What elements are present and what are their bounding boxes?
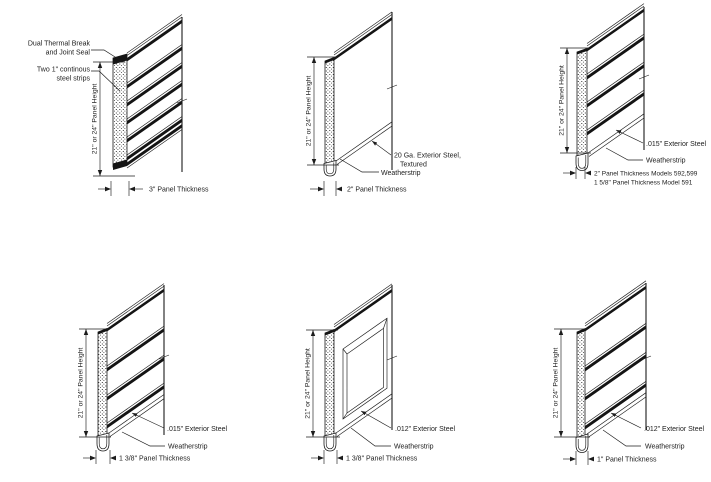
panel-height-label: 21" or 24" Panel Height (306, 76, 313, 147)
callout-leaders (350, 410, 392, 447)
thickness-dimension: 3" Panel Thickness (98, 181, 209, 196)
weatherstrip-bulb (323, 432, 337, 452)
figure-3in-ribbed-panel: Dual Thermal Break and Joint Seal Two 1"… (28, 14, 209, 196)
thickness-dimension: 2" Panel Thickness Models 592,599 1 5/8"… (563, 167, 698, 187)
callout-leaders (121, 412, 165, 447)
weatherstrip-label: Weatherstrip (645, 444, 685, 451)
weatherstrip-bulb (575, 433, 589, 453)
panel-section (323, 328, 337, 452)
panel-thickness-label-line2: 1 5/8" Panel Thickness Model 591 (594, 180, 693, 187)
panel-thickness-label-line1: 2" Panel Thickness Models 592,599 (594, 171, 698, 178)
break-tick (386, 355, 398, 361)
break-tick (386, 84, 398, 90)
weatherstrip-bulb (96, 432, 110, 452)
height-dimension: 21" or 24" Panel Height (553, 328, 590, 438)
panel-thickness-label: 1 3/8" Panel Thickness (119, 456, 191, 463)
figure-1-3-8in-raised-panel: .012" Exterior Steel Weatherstrip 21" or… (305, 283, 456, 464)
panel-section (575, 327, 589, 453)
panel-height-label: 21" or 24" Panel Height (559, 65, 566, 136)
height-dimension: 21" or 24" Panel Height (78, 328, 111, 438)
height-dimension: 21" or 24" Panel Height (559, 47, 591, 154)
panel-face (333, 11, 398, 170)
panel-thickness-label: 3" Panel Thickness (149, 187, 209, 194)
thickness-dimension: 1" Panel Thickness (563, 451, 657, 465)
weatherstrip-label: Weatherstrip (646, 158, 686, 165)
figure-1in-grooved-panel: .012" Exterior Steel Weatherstrip 21" or… (553, 280, 705, 465)
steel-gauge-label-line1: 20 Ga. Exterior Steel, (394, 153, 461, 160)
thermal-break-label-line1: Dual Thermal Break (28, 41, 91, 48)
break-tick (158, 354, 170, 360)
figure-2in-flush-panel: 20 Ga. Exterior Steel, Textured Weathers… (306, 11, 461, 196)
panel-thickness-label: 1 3/8" Panel Thickness (346, 456, 418, 463)
height-dimension: 21" or 24" Panel Height (305, 329, 340, 438)
break-tick (638, 74, 650, 80)
figure-2in-grooved-panel: .015" Exterior Steel Weatherstrip 21" or… (559, 3, 707, 187)
break-tick (640, 355, 652, 361)
panel-height-label: 21" or 24" Panel Height (92, 84, 99, 155)
panel-height-label: 21" or 24" Panel Height (553, 348, 560, 419)
thermal-break-label-line2: and Joint Seal (46, 50, 91, 57)
panel-thickness-label: 1" Panel Thickness (597, 457, 657, 464)
panel-height-label: 21" or 24" Panel Height (305, 348, 312, 419)
panel-section (96, 327, 110, 452)
panel-height-label: 21" or 24" Panel Height (78, 348, 85, 419)
panel-face (586, 3, 650, 157)
break-tick (176, 98, 188, 104)
panel-section (323, 56, 337, 177)
panel-face (126, 14, 188, 172)
panel-section (575, 47, 589, 171)
height-dimension: 21" or 24" Panel Height (92, 61, 135, 177)
weatherstrip-bulb (575, 152, 589, 171)
steel-gauge-label: .015" Exterior Steel (646, 141, 707, 148)
panel-section (112, 53, 128, 170)
panel-thickness-label: 2" Panel Thickness (347, 187, 407, 194)
callout-leaders (602, 412, 642, 447)
callout-leaders (605, 129, 644, 161)
panel-face (584, 280, 652, 438)
callout-leaders (339, 140, 392, 173)
weatherstrip-label: Weatherstrip (394, 444, 434, 451)
thickness-dimension: 2" Panel Thickness (310, 181, 407, 196)
height-dimension: 21" or 24" Panel Height (306, 56, 339, 166)
steel-strips-label-line1: Two 1" continous (37, 67, 91, 74)
raised-panel-outer-border (342, 317, 388, 420)
weatherstrip-label: Weatherstrip (168, 444, 208, 451)
steel-gauge-label-line2: Textured (400, 162, 427, 169)
steel-gauge-label: .015" Exterior Steel (167, 426, 228, 433)
steel-gauge-label: .012" Exterior Steel (395, 426, 456, 433)
panel-face (106, 283, 170, 437)
steel-strips-label-line2: steel strips (57, 76, 91, 83)
raised-panel-inner-border (346, 327, 384, 414)
steel-gauge-label: .012" Exterior Steel (644, 426, 705, 433)
weatherstrip-label: Weatherstrip (381, 170, 421, 177)
callout-leaders (91, 49, 124, 92)
figure-1-3-8in-grooved-panel: .015" Exterior Steel Weatherstrip 21" or… (78, 283, 228, 464)
thickness-dimension: 1 3/8" Panel Thickness (311, 450, 418, 464)
thickness-dimension: 1 3/8" Panel Thickness (83, 450, 191, 464)
